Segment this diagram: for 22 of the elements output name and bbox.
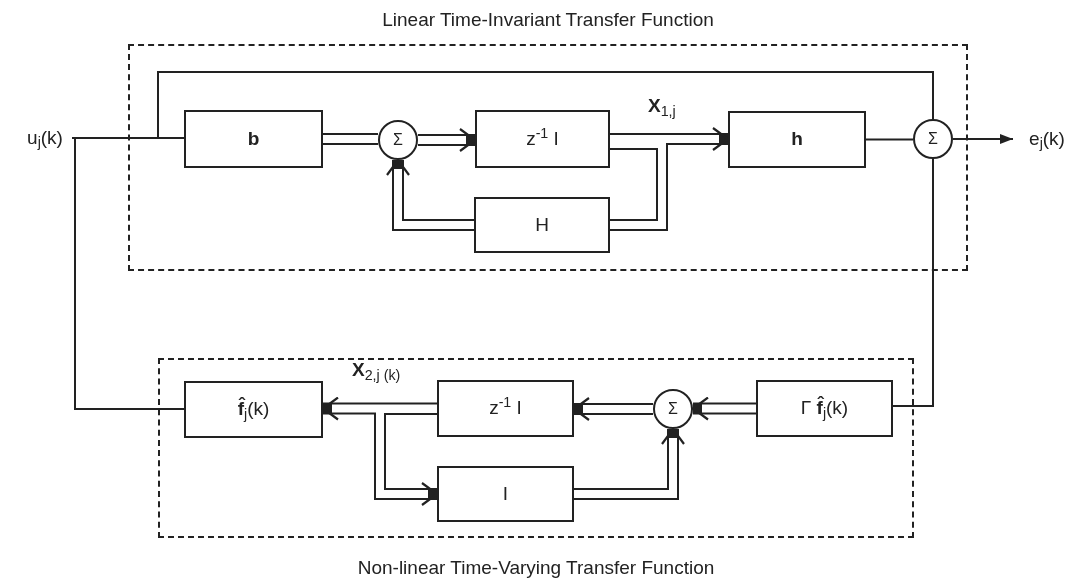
summing-junction: Σ: [378, 120, 418, 160]
signal-arrow: [952, 134, 1014, 144]
block-box: f̂$_{j}$(k): [184, 381, 323, 438]
signal-arrow: [385, 158, 474, 231]
signal-arrow: [574, 427, 686, 500]
signal-label: u$_{j}$(k): [18, 124, 72, 152]
summing-junction: Σ: [913, 119, 953, 159]
block-box: H: [474, 197, 610, 253]
block-box: z$^{-1}$ I: [475, 110, 610, 168]
block-box: b: [184, 110, 323, 168]
group-title: Linear Time-Invariant Transfer Function: [382, 8, 714, 32]
edge-label: X$_{1,j}$: [648, 94, 676, 121]
edge-label: X$_{2,j (k)}$: [352, 358, 401, 385]
block-box: h: [728, 111, 866, 168]
summing-junction: Σ: [653, 389, 693, 429]
block-box: I: [437, 466, 574, 522]
block-box: Γ f̂$_{j}$(k): [756, 380, 893, 437]
signal-arrow: [610, 126, 730, 152]
block-box: z$^{-1}$ I: [437, 380, 574, 437]
signal-arrow: [418, 127, 477, 153]
group-title: Non-linear Time-Varying Transfer Function: [357, 555, 715, 580]
signal-label: e$_{j}$(k): [1013, 125, 1081, 153]
